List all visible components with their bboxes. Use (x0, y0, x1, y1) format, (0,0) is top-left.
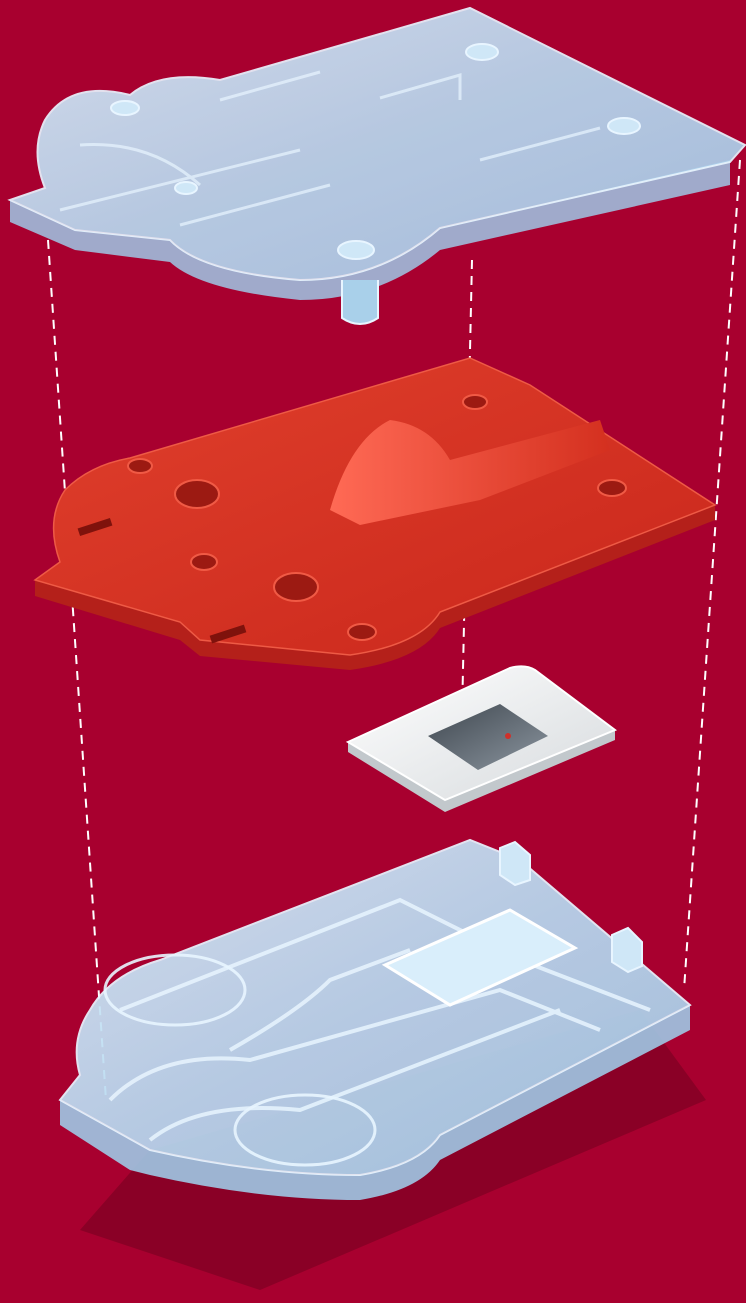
top-cover-post (175, 182, 197, 194)
mounting-hole (128, 459, 152, 473)
mounting-hole (598, 480, 626, 496)
top-cover-post (466, 44, 498, 60)
top-cover-pin (342, 280, 378, 324)
top-cover-post (111, 101, 139, 115)
top-cover-post (608, 118, 640, 134)
sensor-chip-spot (505, 733, 511, 739)
mounting-hole (463, 395, 487, 409)
port-hole (274, 573, 318, 601)
mounting-hole (191, 554, 217, 570)
top-cover-post (338, 241, 374, 259)
mounting-hole (348, 624, 376, 640)
port-hole (175, 480, 219, 508)
